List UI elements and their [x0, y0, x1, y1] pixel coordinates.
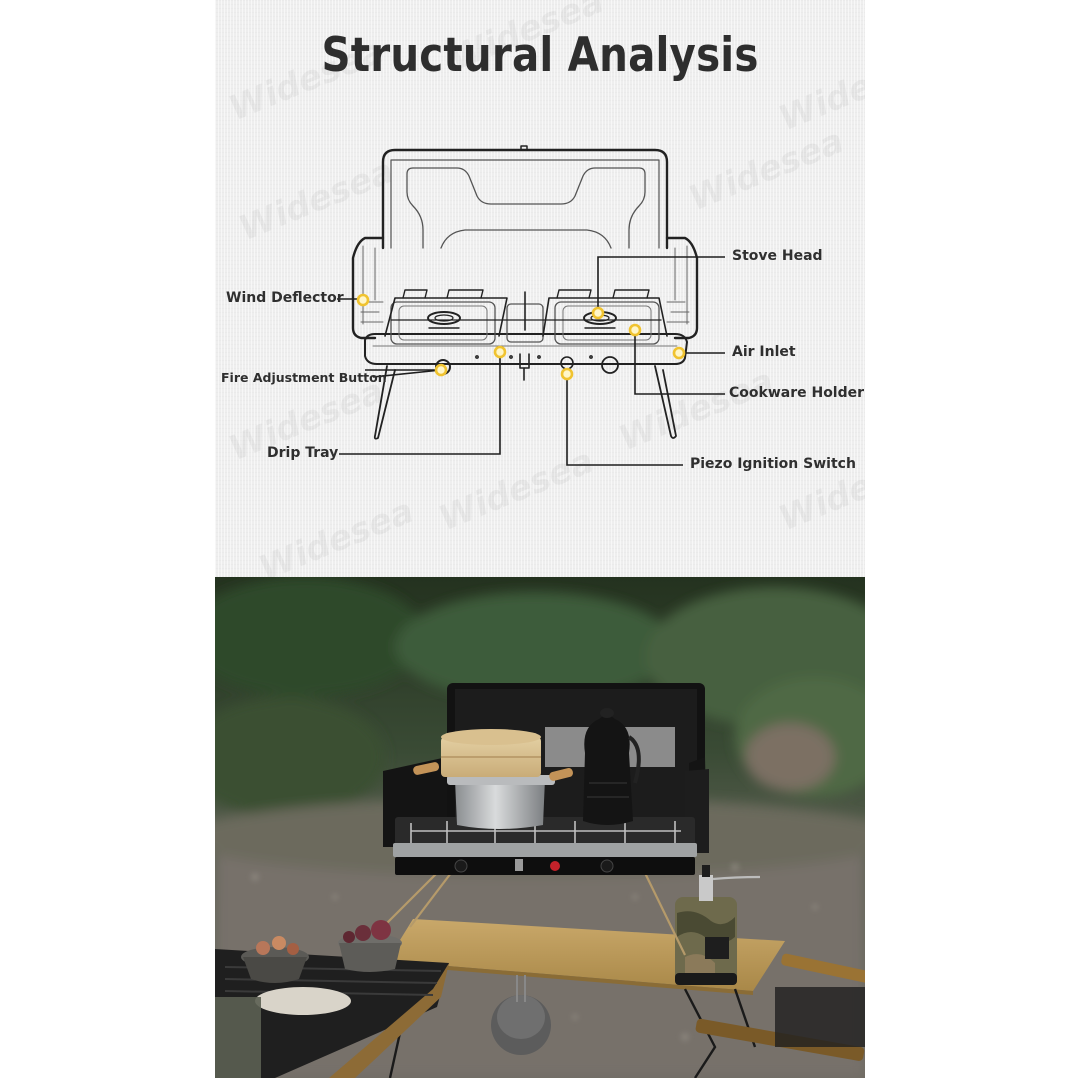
product-detail-panel: Widesea Widesea Widesea Widesea Widesea … [215, 0, 865, 1078]
label-wind-deflector: Wind Deflector [226, 290, 344, 306]
stove-diagram [337, 145, 725, 466]
label-stove-head: Stove Head [732, 248, 823, 264]
marker-drip-tray [493, 345, 507, 359]
camping-stove-photo [215, 577, 865, 1078]
marker-air-inlet [672, 346, 686, 360]
callout-markers [356, 293, 686, 381]
label-drip-tray: Drip Tray [267, 445, 339, 461]
label-piezo-ignition-switch: Piezo Ignition Switch [690, 456, 856, 472]
marker-wind-deflector [356, 293, 370, 307]
product-photo [215, 577, 865, 1078]
marker-stove-head [591, 306, 605, 320]
label-air-inlet: Air Inlet [732, 344, 796, 360]
marker-cookware-holder [628, 323, 642, 337]
marker-piezo-ignition [560, 367, 574, 381]
marker-fire-adjustment [434, 363, 448, 377]
structural-analysis-section: Widesea Widesea Widesea Widesea Widesea … [215, 0, 865, 589]
label-cookware-holder: Cookware Holder [729, 385, 865, 401]
page-title: Structural Analysis [321, 28, 759, 83]
label-fire-adjustment-button: Fire Adjustment Button [221, 370, 387, 385]
